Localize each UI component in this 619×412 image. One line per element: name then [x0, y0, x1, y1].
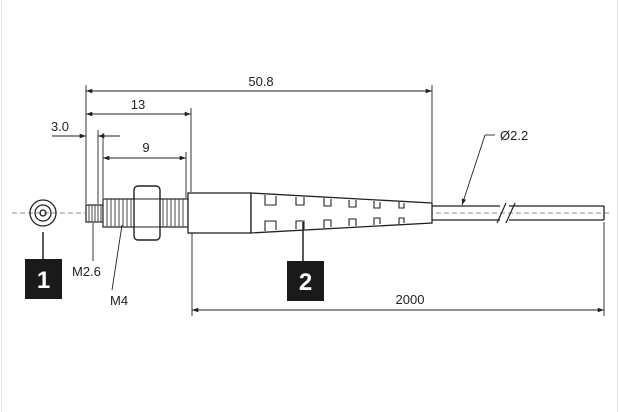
svg-text:1: 1: [37, 267, 50, 294]
callout-badge-1: 1: [25, 259, 62, 299]
sleeve: [187, 192, 252, 234]
strain-relief-boot: [250, 192, 433, 234]
break-mark: [505, 202, 516, 224]
dim-thread-length: 9: [142, 140, 149, 155]
dim-overall-length: 50.8: [248, 74, 273, 89]
dim-housing-length: 13: [131, 97, 145, 112]
extension-lines: [85, 85, 605, 316]
end-view: [29, 199, 57, 259]
dim-tip-length: 3.0: [51, 119, 69, 134]
callout-badge-2: 2: [287, 222, 324, 301]
thread-tip-label: M2.6: [72, 264, 101, 279]
thread-body-label: M4: [110, 293, 128, 308]
dim-fiber-length: 2000: [396, 292, 425, 307]
fiber-cable: [432, 202, 605, 224]
break-mark: [496, 202, 507, 224]
left-frame-edge: [1, 0, 2, 412]
tip-thread: [85, 204, 104, 223]
dimension-lines: [52, 88, 604, 313]
hex-nut: [133, 185, 161, 241]
dim-cable-diameter: Ø2.2: [500, 128, 528, 143]
right-frame-edge: [617, 0, 618, 412]
svg-text:2: 2: [299, 269, 312, 296]
